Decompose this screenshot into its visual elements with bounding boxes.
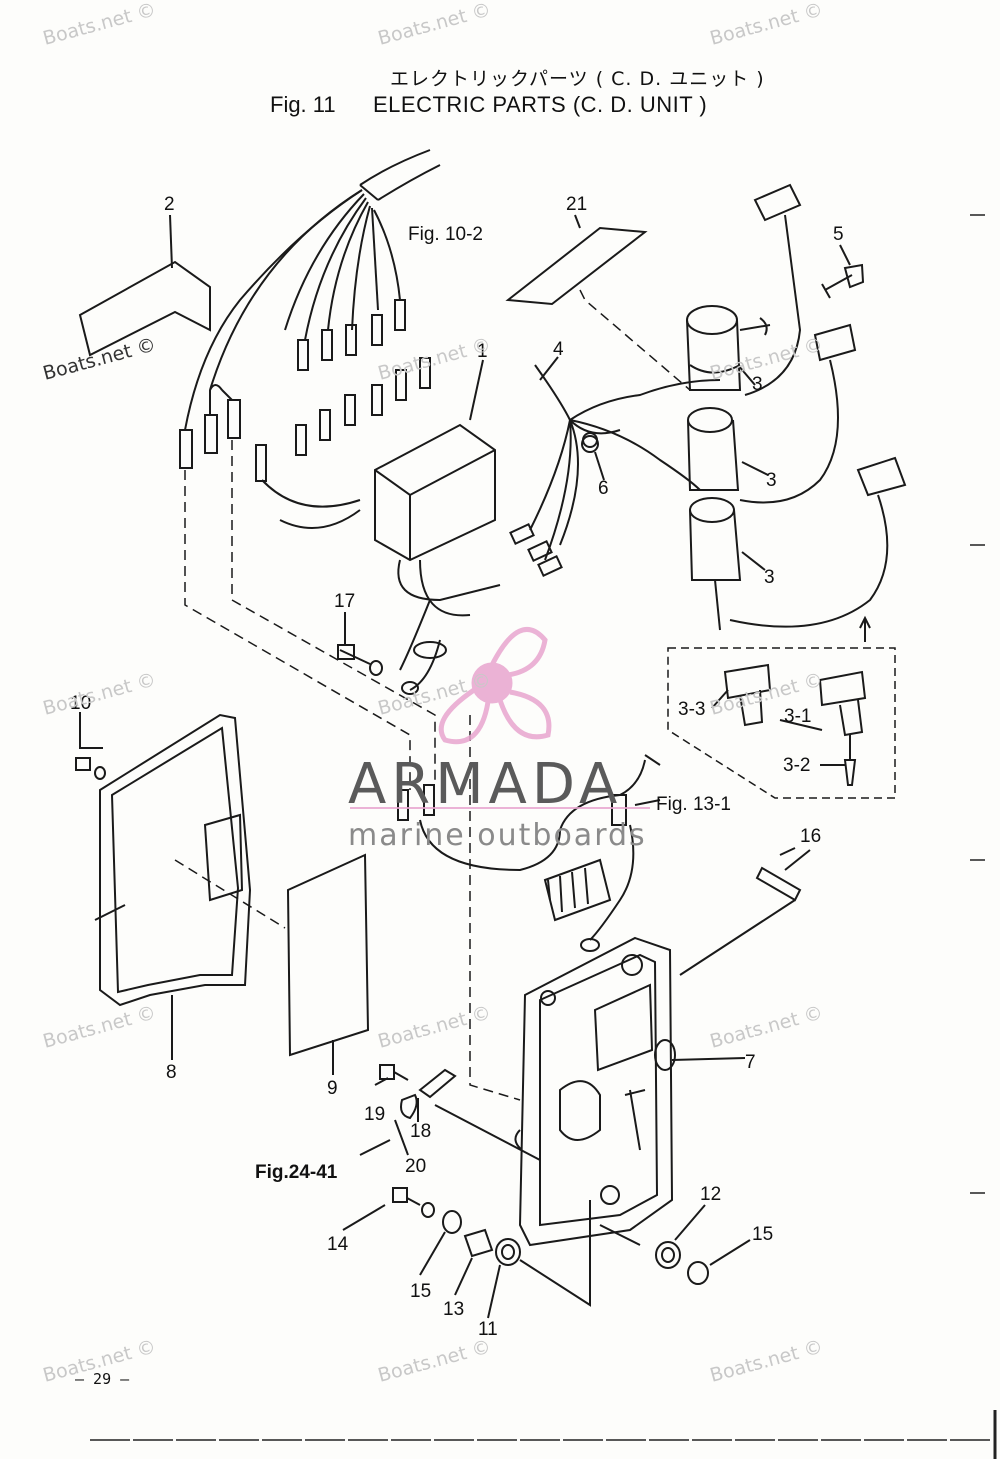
- harness-cable: [359, 149, 441, 201]
- figure-number: Fig. 11: [270, 92, 336, 117]
- part-label-1: 1: [477, 341, 488, 362]
- part-label-2: 2: [164, 194, 175, 215]
- part-label-3-1: 3-1: [784, 706, 811, 727]
- part-label-15-left: 15: [410, 1281, 431, 1302]
- ref-fig-13-1: Fig. 13-1: [656, 794, 731, 815]
- watermark-text: Boats.net ©: [708, 334, 826, 385]
- part-label-18: 18: [410, 1121, 431, 1142]
- part-label-10: 10: [70, 693, 91, 714]
- ignition-coil-bottom: [689, 497, 742, 581]
- watermark-text: Boats.net ©: [41, 1002, 159, 1053]
- part-label-11: 11: [478, 1319, 498, 1340]
- part-label-13: 13: [443, 1299, 464, 1320]
- ref-fig-24-41: Fig.24-41: [255, 1162, 338, 1183]
- watermark-text: Boats.net ©: [708, 1002, 826, 1053]
- part-label-5: 5: [833, 224, 844, 245]
- part-label-9: 9: [327, 1078, 338, 1099]
- part-label-3-top: 3: [752, 374, 763, 395]
- cd-unit-box: [374, 423, 496, 562]
- watermark-group: Boats.net © Boats.net © Boats.net © Boat…: [41, 0, 826, 1387]
- watermark-text: Boats.net ©: [376, 1336, 494, 1387]
- part-label-3-middle: 3: [766, 470, 777, 491]
- ignition-coil-top: [686, 305, 742, 391]
- watermark-text: Boats.net ©: [708, 1336, 826, 1387]
- part-label-14: 14: [327, 1234, 349, 1255]
- part-label-4: 4: [553, 339, 564, 360]
- title-japanese: エレクトリックパーツ ( C. D. ユニット ): [390, 68, 765, 90]
- watermark-text: Boats.net ©: [41, 0, 159, 50]
- part-label-19: 19: [364, 1104, 385, 1125]
- part-label-3-bottom: 3: [764, 567, 775, 588]
- watermark-text: Boats.net ©: [41, 669, 159, 720]
- armada-logo-subtitle: marine outboards: [348, 818, 647, 853]
- part-label-7: 7: [745, 1052, 756, 1073]
- part-label-12: 12: [700, 1184, 721, 1205]
- insulator-sheet-9: [286, 853, 370, 1057]
- title-english: ELECTRIC PARTS (C. D. UNIT ): [373, 92, 708, 117]
- page-number: — 29 —: [75, 1370, 130, 1388]
- mounting-plate-7: [518, 936, 674, 1247]
- armada-logo-mark: [350, 627, 650, 809]
- armada-logo-name: ARMADA: [348, 752, 623, 817]
- watermark-text: Boats.net ©: [376, 669, 494, 720]
- part-label-3-2: 3-2: [783, 755, 810, 776]
- plug-cap-inset-box: [667, 647, 896, 799]
- cd-cover-8: [99, 713, 252, 1007]
- part-label-17: 17: [334, 591, 355, 612]
- watermark-text: Boats.net ©: [376, 1002, 494, 1053]
- watermark-text: Boats.net ©: [708, 0, 826, 50]
- bracket-2: [78, 260, 211, 357]
- part-label-20: 20: [405, 1156, 426, 1177]
- part-label-3-3: 3-3: [678, 699, 705, 720]
- part-label-6: 6: [598, 478, 609, 499]
- part-label-21: 21: [566, 194, 587, 215]
- part-label-15-right: 15: [752, 1224, 773, 1245]
- watermark-text: Boats.net ©: [376, 334, 494, 385]
- ref-fig-10-2: Fig. 10-2: [408, 224, 483, 245]
- watermark-text: Boats.net ©: [41, 334, 159, 385]
- watermark-text: Boats.net ©: [376, 0, 494, 50]
- part-label-16: 16: [800, 826, 821, 847]
- label-sheet-21: [505, 226, 648, 306]
- ignition-coil-middle: [687, 407, 740, 491]
- part-label-8: 8: [166, 1062, 177, 1083]
